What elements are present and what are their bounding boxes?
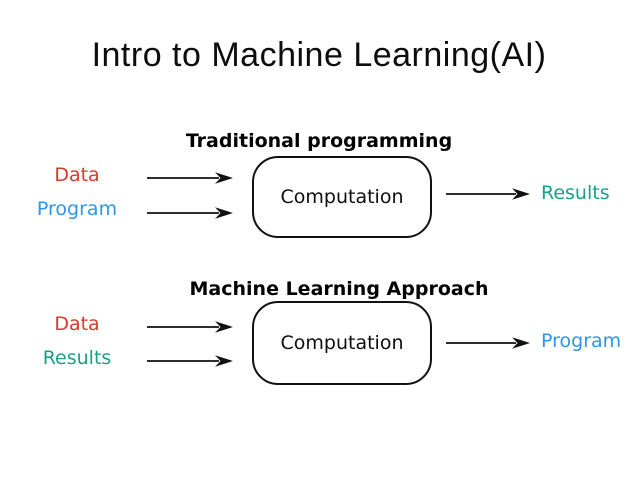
diagram-heading: Traditional programming — [185, 130, 453, 152]
slide-title: Intro to Machine Learning(AI) — [91, 36, 547, 74]
arrow-right-icon — [446, 336, 530, 350]
computation-box: Computation — [252, 156, 432, 238]
arrow-right-icon — [147, 206, 233, 220]
arrow-right-icon — [446, 187, 530, 201]
output-label-results: Results — [541, 182, 610, 204]
input-label-program: Program — [36, 198, 118, 220]
input-label-data: Data — [54, 164, 100, 186]
arrow-right-icon — [147, 320, 233, 334]
arrow-right-icon — [147, 171, 233, 185]
input-label-results: Results — [42, 347, 112, 369]
input-label-data: Data — [54, 313, 100, 335]
computation-label: Computation — [280, 332, 404, 354]
diagram-heading: Machine Learning Approach — [189, 278, 489, 300]
arrow-right-icon — [147, 354, 233, 368]
computation-label: Computation — [280, 186, 404, 208]
output-label-program: Program — [541, 330, 622, 352]
computation-box: Computation — [252, 301, 432, 385]
